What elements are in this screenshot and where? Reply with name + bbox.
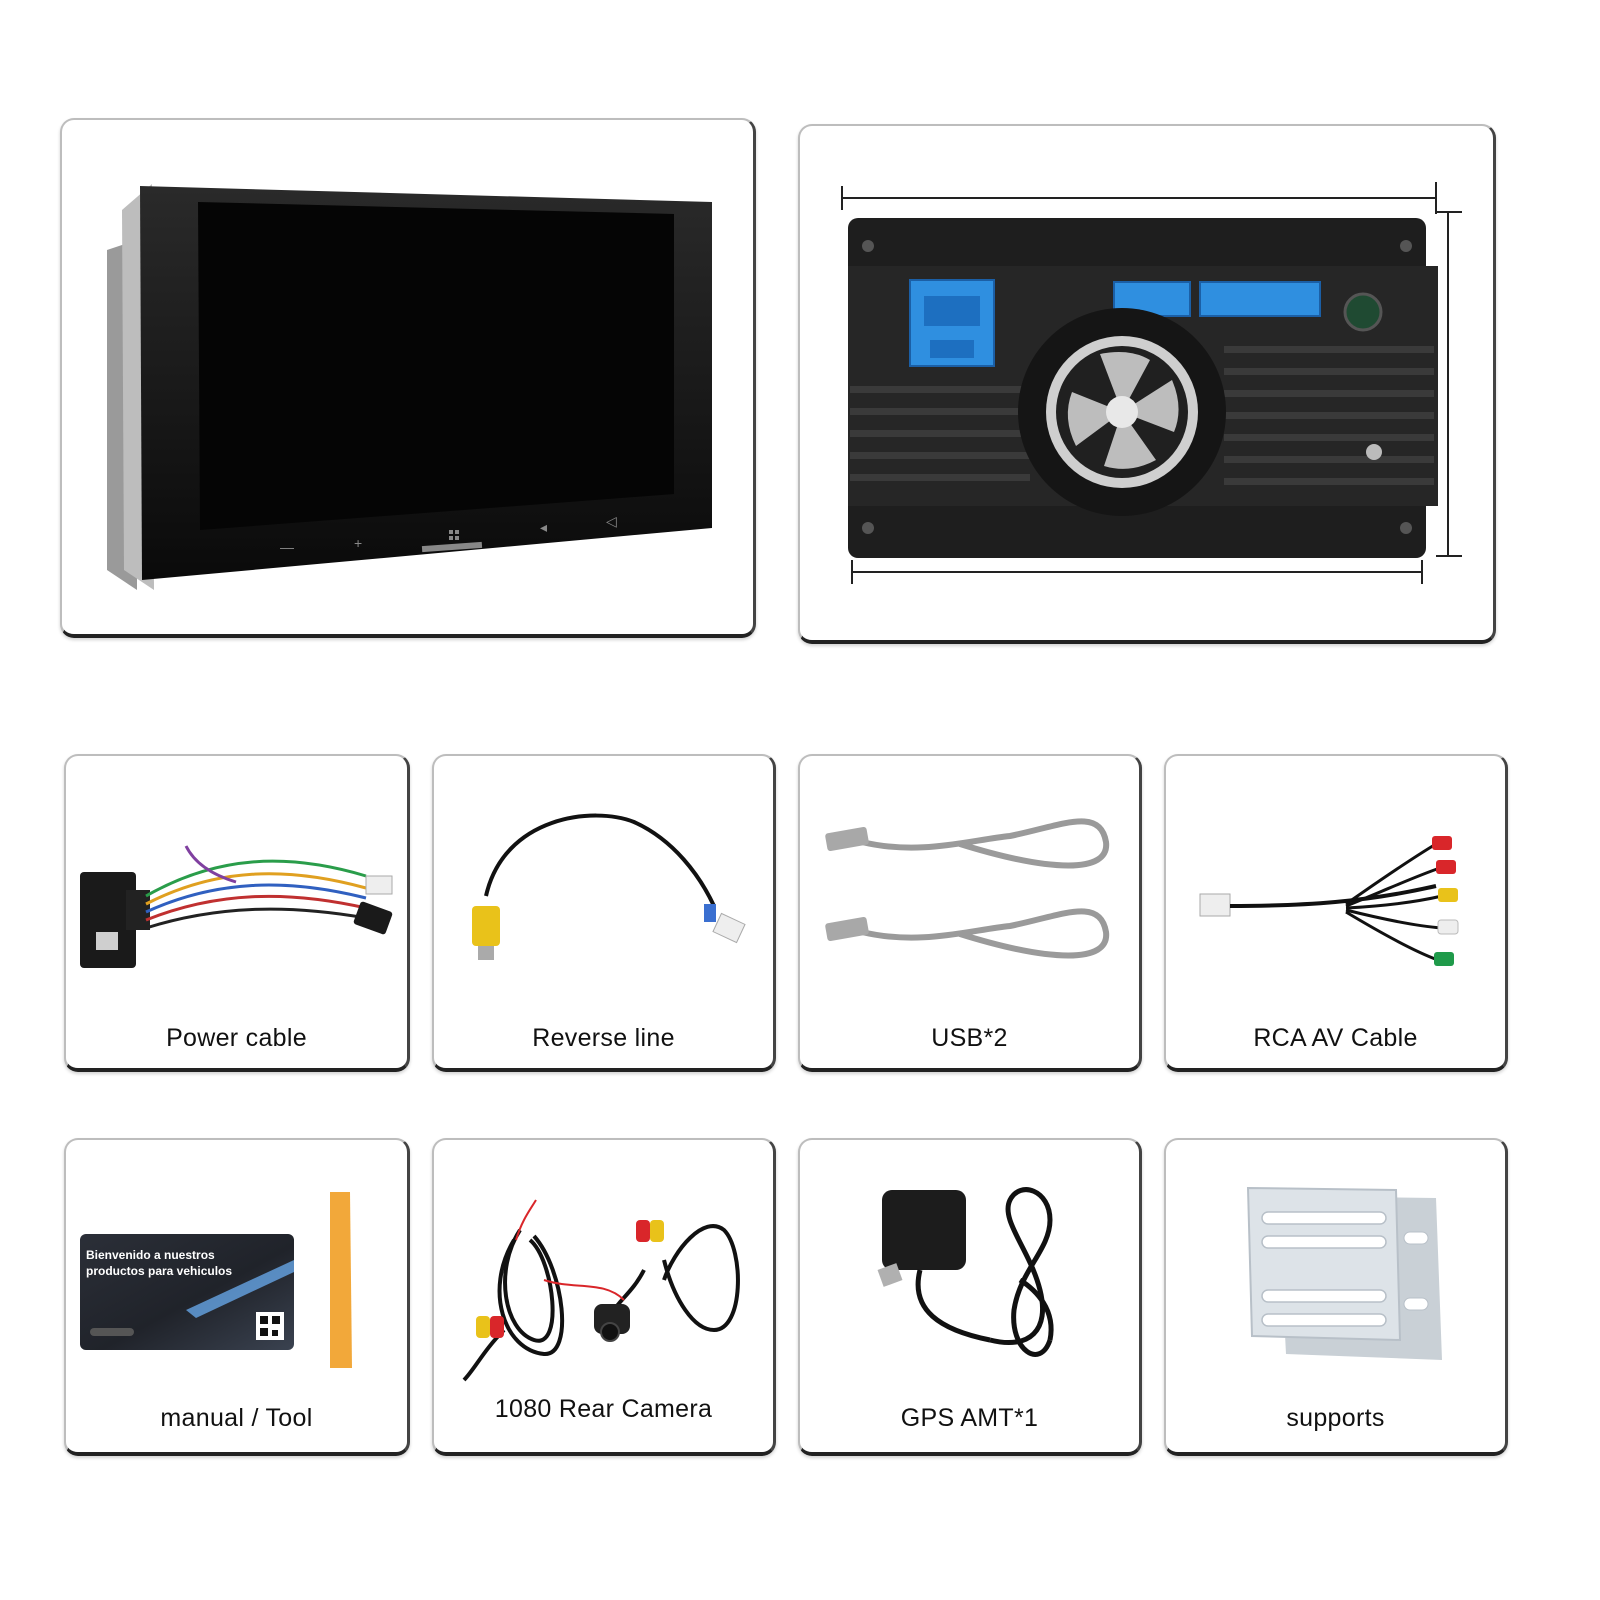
head-unit-back-image — [841, 182, 1462, 584]
usb-card: USB*2 — [798, 754, 1142, 1072]
item-label: USB*2 — [931, 1024, 1008, 1052]
power-cable-image — [80, 845, 393, 968]
usb-image — [825, 818, 1110, 959]
item-label: Reverse line — [532, 1024, 675, 1052]
manual-card-text-line2: productos para vehiculos — [86, 1264, 233, 1278]
item-label: Power cable — [166, 1024, 307, 1052]
head-unit-back-card — [798, 124, 1496, 644]
manual-card-text-line1: Bienvenido a nuestros — [86, 1248, 215, 1262]
item-label: GPS AMT*1 — [900, 1404, 1039, 1432]
rca-av-cable-card: RCA AV Cable — [1164, 754, 1508, 1072]
gps-card: GPS AMT*1 — [798, 1138, 1142, 1456]
svg-text:+: + — [354, 535, 362, 551]
head-unit-front-card: — + ◂ ◁ — [60, 118, 756, 638]
svg-text:◁: ◁ — [606, 513, 617, 529]
power-cable-card: Power cable — [64, 754, 410, 1072]
item-label: RCA AV Cable — [1253, 1024, 1418, 1052]
supports-card: supports — [1164, 1138, 1508, 1456]
svg-text:◂: ◂ — [540, 519, 547, 535]
gps-antenna-image — [877, 1187, 1054, 1357]
reverse-line-image — [472, 813, 746, 960]
manual-tool-card: Bienvenido a nuestros productos para veh… — [64, 1138, 410, 1456]
rca-av-cable-image — [1199, 836, 1459, 966]
rear-camera-image — [462, 1199, 740, 1382]
head-unit-front-image: — + ◂ ◁ — [107, 184, 712, 590]
manual-tool-image — [80, 1192, 352, 1368]
svg-text:—: — — [280, 539, 294, 555]
rear-camera-card: 1080 Rear Camera — [432, 1138, 776, 1456]
supports-bracket-image — [1246, 1186, 1442, 1360]
item-label: 1080 Rear Camera — [494, 1395, 713, 1423]
item-label: manual / Tool — [160, 1404, 313, 1432]
item-label: supports — [1286, 1404, 1385, 1432]
reverse-line-card: Reverse line — [432, 754, 776, 1072]
